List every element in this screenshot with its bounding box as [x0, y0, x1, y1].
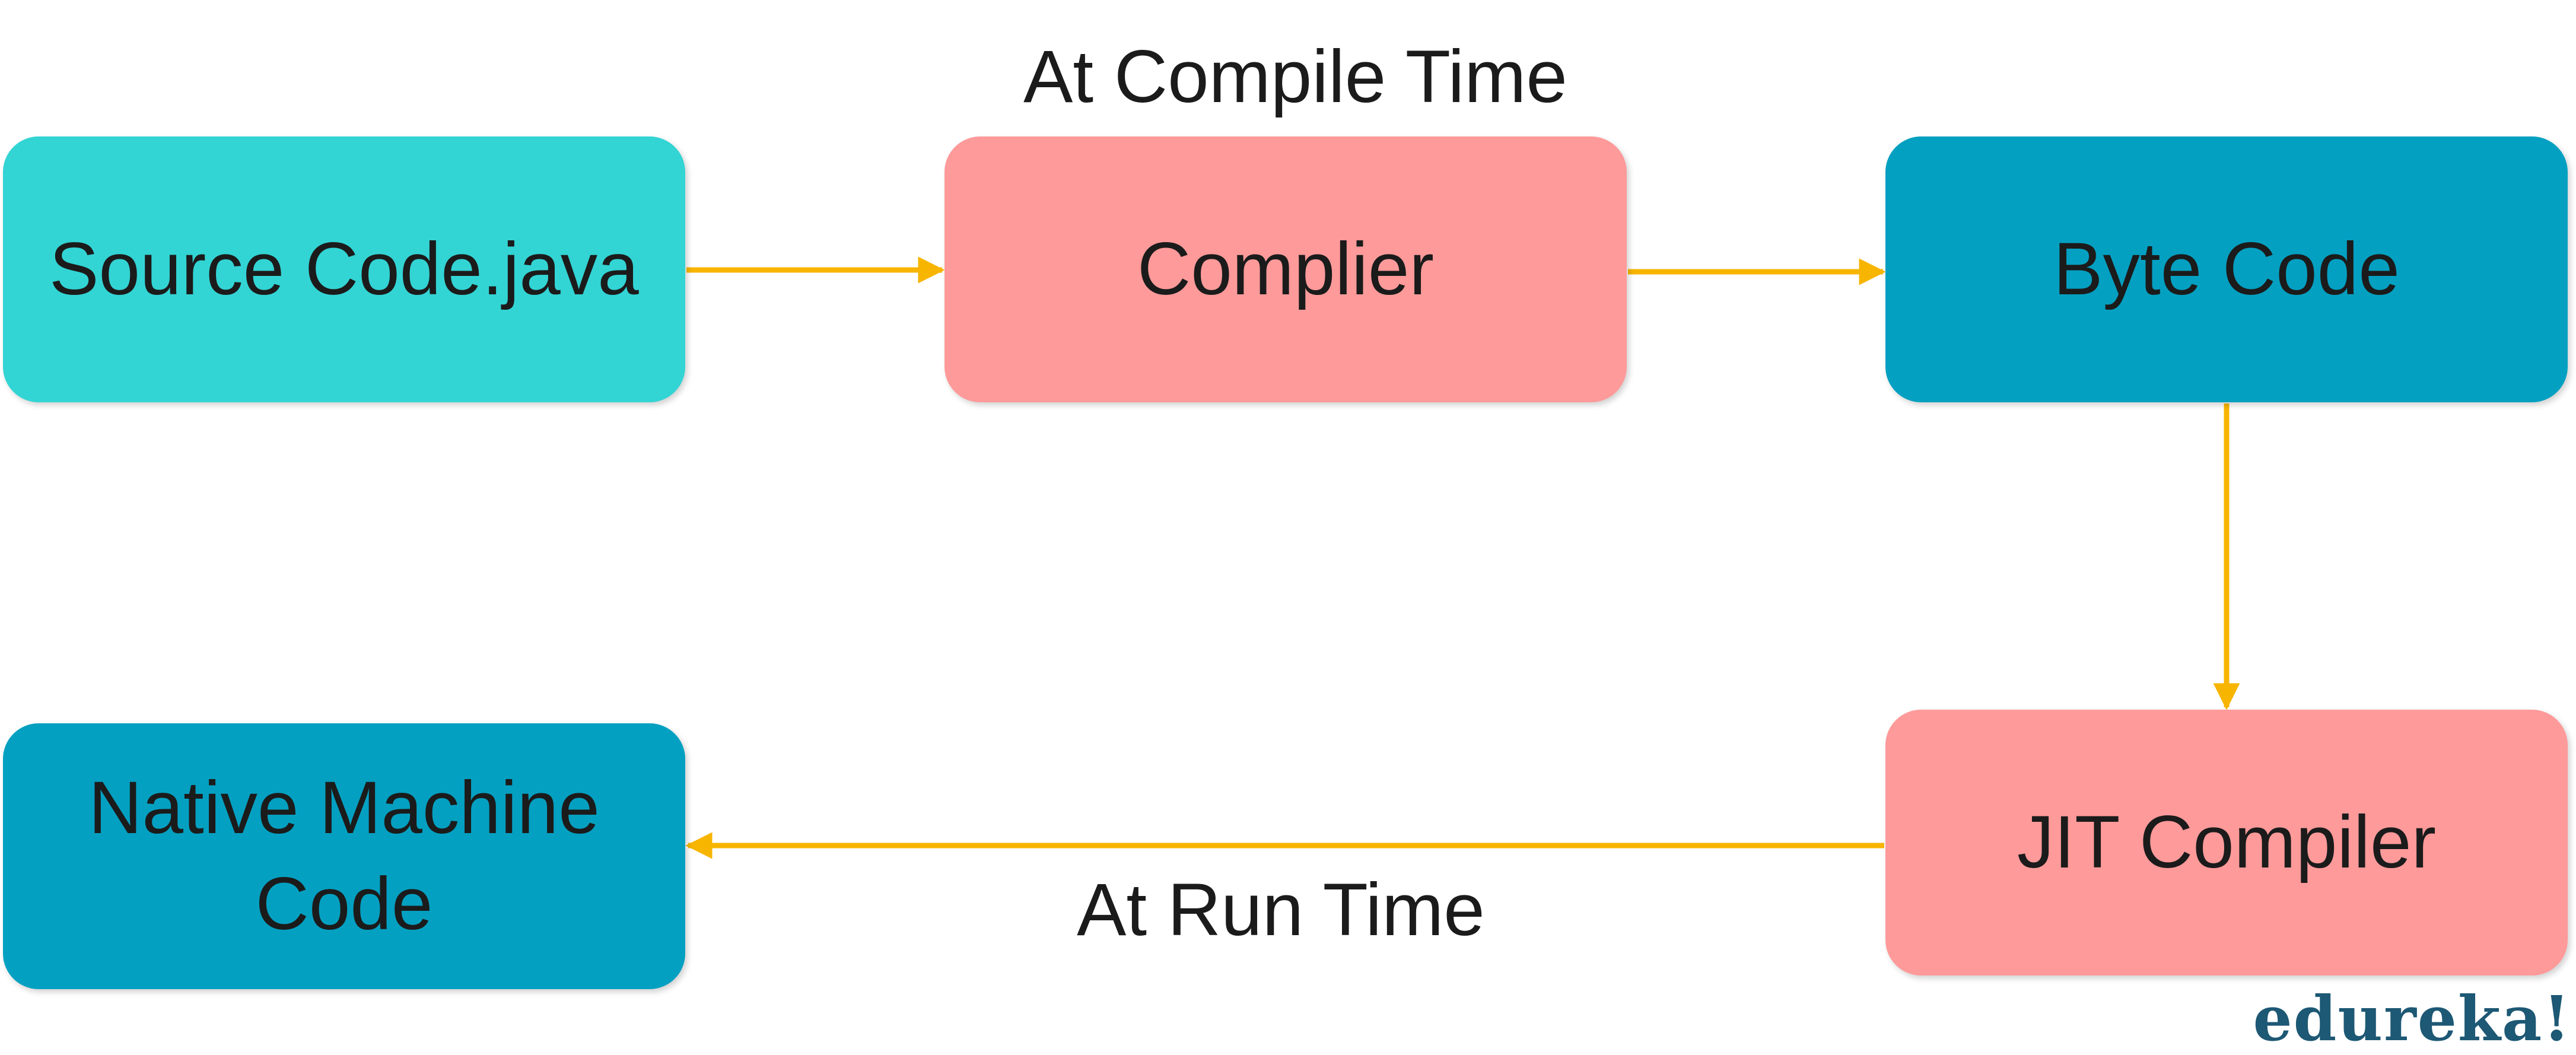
source-code-label: Source Code.java [49, 227, 639, 310]
run-time-caption: At Run Time [1077, 869, 1485, 951]
native-machine-code-box: Native Machine Code [3, 723, 685, 989]
native-label-line2: Code [255, 863, 433, 945]
jit-compiler-box: JIT Compiler [1885, 710, 2568, 975]
source-code-box: Source Code.java [3, 136, 685, 402]
compiler-box: Complier [944, 136, 1627, 402]
jit-compiler-label: JIT Compiler [2017, 800, 2437, 884]
native-machine-code-label: Native Machine Code [88, 760, 600, 953]
compile-time-caption: At Compile Time [1023, 36, 1567, 118]
native-label-line1: Native Machine [88, 766, 600, 849]
byte-code-label: Byte Code [2053, 227, 2400, 310]
edureka-logo: edureka! [2253, 982, 2571, 1055]
byte-code-box: Byte Code [1885, 136, 2568, 402]
compiler-label: Complier [1137, 227, 1435, 310]
